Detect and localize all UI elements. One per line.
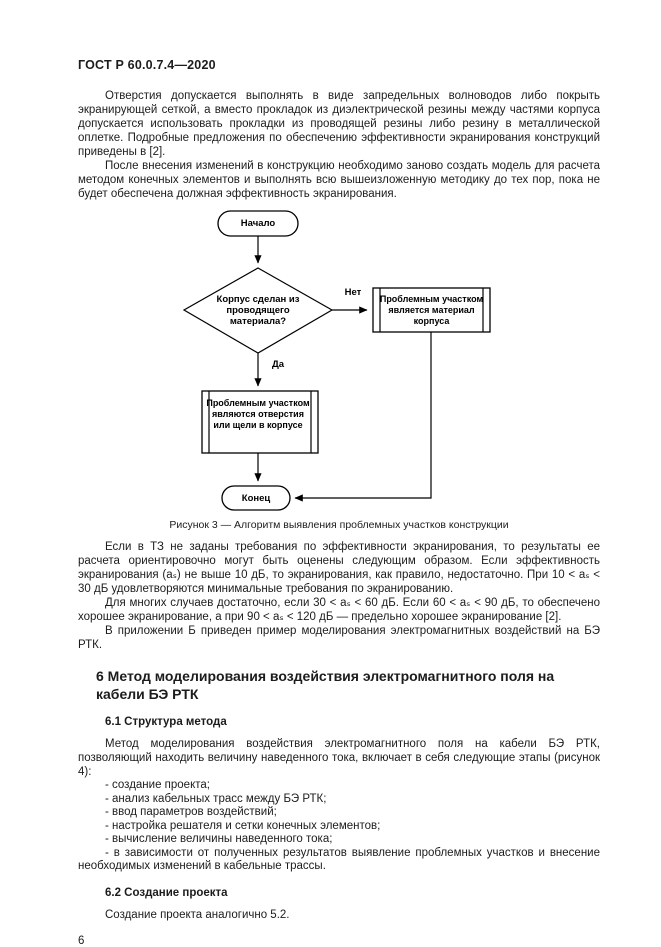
method-step-item: - ввод параметров воздействий; [105, 806, 277, 818]
method-step-item: - создание проекта; [105, 779, 210, 791]
flowchart-holes-box: Проблемным участком являются отверстия и… [206, 398, 310, 430]
paragraph-shielding-ranges: Для многих случаев достаточно, если 30 <… [78, 597, 600, 623]
paragraph-openings: Отверстия допускается выполнять в виде з… [78, 90, 600, 158]
paragraph-method-intro: Метод моделирования воздействия электром… [78, 738, 600, 778]
flowchart-material-box: Проблемным участком является материал ко… [379, 294, 484, 326]
paragraph-appendix-b: В приложении Б приведен пример моделиров… [78, 625, 600, 651]
section-6-2-title: 6.2 Создание проекта [105, 886, 228, 899]
page-number: 6 [78, 934, 85, 947]
flowchart-start-node: Начало [240, 218, 276, 229]
flowchart-no-label: Нет [344, 287, 362, 298]
figure-3-caption: Рисунок 3 — Алгоритм выявления проблемны… [169, 519, 509, 531]
method-step-item: - настройка решателя и сетки конечных эл… [105, 819, 381, 832]
paragraph-project-creation: Создание проекта аналогично 5.2. [105, 908, 290, 921]
method-step-item: - анализ кабельных трасс между БЭ РТК; [105, 792, 327, 805]
flowchart-decision-node: Корпус сделан из проводящего материала? [216, 294, 300, 327]
method-step-item: - вычисление величины наведенного тока; [105, 833, 333, 845]
paragraph-shielding-estimate: Если в ТЗ не заданы требования по эффект… [78, 541, 600, 595]
section-6-1-title: 6.1 Структура метода [105, 716, 227, 728]
paragraph-rebuild-model: После внесения изменений в конструкцию н… [78, 160, 600, 200]
flowchart-end-node: Конец [241, 492, 271, 504]
flowchart-shapes [182, 210, 491, 511]
method-step-item: - в зависимости от полученных результато… [78, 846, 600, 873]
document-header: ГОСТ Р 60.0.7.4—2020 [78, 58, 216, 72]
figure-3-flowchart: Начало Корпус сделан из проводящего мате… [165, 210, 505, 514]
flowchart-yes-label: Да [271, 359, 285, 370]
section-6-title: 6 Метод моделирования воздействия электр… [96, 668, 555, 702]
